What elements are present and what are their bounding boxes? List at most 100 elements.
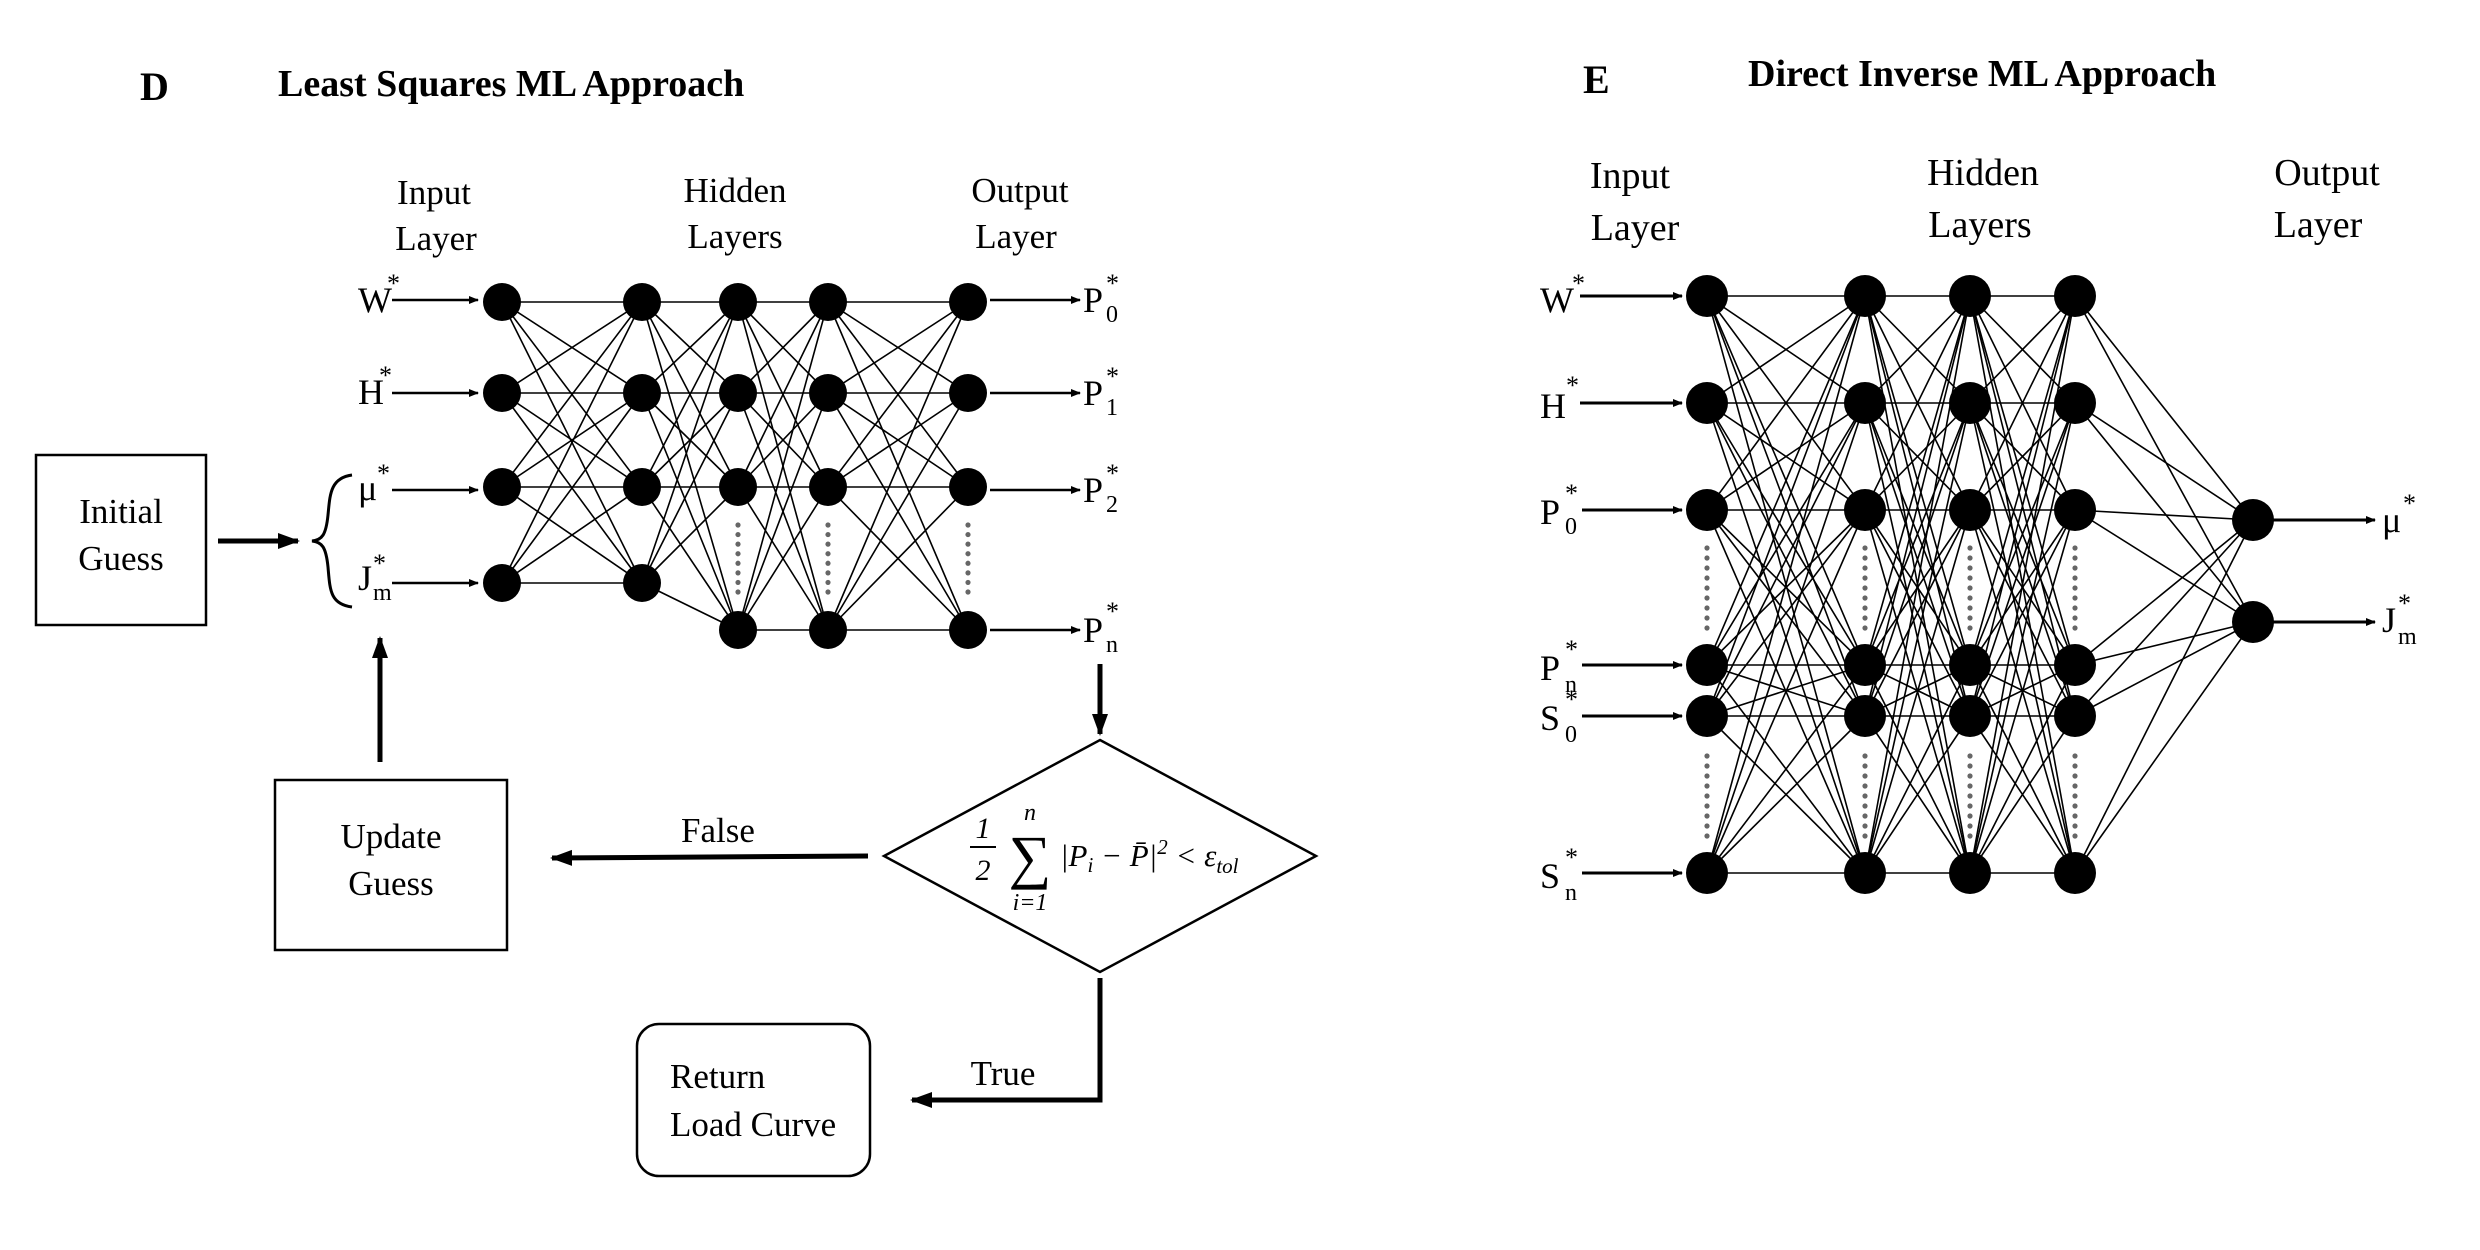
d-output-Pn: P n * bbox=[990, 597, 1119, 658]
d-connection bbox=[641, 301, 739, 488]
e-node-l2-n1 bbox=[1949, 382, 1991, 424]
e-ellipsis-dot bbox=[1862, 833, 1868, 839]
e-node-l0-n0 bbox=[1686, 275, 1728, 317]
d-ellipsis-dot bbox=[735, 531, 741, 538]
d-ellipsis-dot bbox=[735, 551, 741, 557]
d-connection bbox=[737, 301, 829, 394]
e-ellipsis-dot bbox=[1704, 585, 1710, 591]
e-connection bbox=[1706, 402, 1866, 874]
d-ellipsis-dot bbox=[825, 551, 831, 557]
d-connection bbox=[641, 301, 739, 394]
e-ellipsis-dot bbox=[2072, 575, 2078, 581]
d-connection bbox=[641, 392, 739, 584]
d-node-l0-n0 bbox=[483, 283, 521, 321]
e-output-Jm-sub: m bbox=[2398, 624, 2417, 650]
e-ellipsis-dot bbox=[1862, 565, 1868, 571]
d-ellipsis-dot bbox=[735, 579, 741, 586]
e-output-mu-sup: * bbox=[2403, 489, 2416, 518]
e-ellipsis-dot bbox=[1704, 615, 1710, 621]
e-hidden-layers-label-2: Layers bbox=[1928, 204, 2031, 246]
e-input-Sn-sub: n bbox=[1565, 880, 1577, 906]
d-ellipsis-dot bbox=[965, 541, 971, 547]
e-connection bbox=[2074, 402, 2254, 623]
d-output-layer-label-2: Layer bbox=[975, 217, 1057, 256]
e-input-Pn-sup: * bbox=[1565, 635, 1578, 664]
e-node-l1-n2 bbox=[1844, 489, 1886, 531]
false-label: False bbox=[681, 811, 755, 850]
d-output-P0: P 0 * bbox=[990, 269, 1119, 328]
e-ellipsis-dot bbox=[1967, 753, 1973, 759]
e-node-l3-n5 bbox=[2054, 852, 2096, 894]
e-ellipsis-dot bbox=[1862, 625, 1868, 631]
e-connection bbox=[1706, 664, 1866, 874]
d-node-l3-n0 bbox=[809, 283, 847, 321]
e-connection bbox=[1969, 509, 2076, 717]
convergence-formula: 1 2 n ∑ i=1 |Pi − P̄|2 < εtol bbox=[970, 800, 1239, 916]
e-ellipsis-dot bbox=[1704, 813, 1710, 819]
e-input-S0-sub: 0 bbox=[1565, 722, 1577, 748]
e-ellipsis-dot bbox=[1967, 625, 1973, 631]
e-connection bbox=[1706, 295, 1866, 717]
e-ellipsis-dot bbox=[1704, 783, 1710, 789]
e-node-l2-n4 bbox=[1949, 695, 1991, 737]
d-node-l4-n3 bbox=[949, 611, 987, 649]
formula-sigma-icon: ∑ bbox=[1009, 824, 1052, 890]
e-ellipsis-dot bbox=[1967, 833, 1973, 839]
d-input-layer-label-1: Input bbox=[397, 173, 471, 212]
e-ellipsis-dot bbox=[1967, 545, 1973, 551]
e-connection bbox=[1969, 715, 2076, 874]
e-input-layer-label-2: Layer bbox=[1591, 207, 1680, 249]
e-ellipsis-dot bbox=[1862, 773, 1868, 779]
d-input-H-sup: * bbox=[379, 361, 392, 390]
d-ellipsis-dot bbox=[965, 570, 971, 576]
e-connection bbox=[1969, 402, 2076, 666]
e-ellipsis-dot bbox=[1967, 575, 1973, 581]
e-ellipsis-dot bbox=[1862, 605, 1868, 611]
d-output-P1: P 1 * bbox=[990, 362, 1119, 421]
e-input-S0-base: S bbox=[1540, 698, 1560, 738]
e-ellipsis-dot bbox=[2072, 753, 2078, 759]
e-connection bbox=[2074, 295, 2254, 623]
e-ellipsis-dot bbox=[1967, 615, 1973, 621]
e-node-l0-n4 bbox=[1686, 695, 1728, 737]
e-node-l0-n5 bbox=[1686, 852, 1728, 894]
e-ellipsis-dot bbox=[2072, 545, 2078, 551]
e-node-l2-n2 bbox=[1949, 489, 1991, 531]
d-ellipsis-dot bbox=[735, 560, 741, 566]
e-input-Sn-sup: * bbox=[1565, 843, 1578, 872]
e-ellipsis-dot bbox=[2072, 783, 2078, 789]
e-ellipsis-dot bbox=[2072, 625, 2078, 631]
e-ellipsis-dot bbox=[1704, 773, 1710, 779]
panel-e-letter: E bbox=[1583, 57, 1610, 102]
e-connection bbox=[1864, 295, 1971, 511]
e-ellipsis-dot bbox=[2072, 773, 2078, 779]
d-connection bbox=[641, 392, 739, 488]
e-connection bbox=[1969, 295, 2076, 511]
d-connection bbox=[501, 486, 643, 584]
d-ellipsis-dot bbox=[965, 579, 971, 586]
formula-sum-lower: i=1 bbox=[1013, 890, 1048, 916]
d-output-P2-base: P bbox=[1083, 470, 1103, 510]
d-node-l2-n3 bbox=[719, 611, 757, 649]
d-node-l4-n0 bbox=[949, 283, 987, 321]
e-connection bbox=[1706, 295, 1866, 874]
e-input-W: W * bbox=[1540, 269, 1683, 320]
d-input-H: H * bbox=[358, 361, 479, 412]
input-brace bbox=[311, 473, 353, 609]
d-input-Jm-sub: m bbox=[373, 580, 392, 606]
e-node-l4-n0 bbox=[2232, 499, 2274, 541]
initial-guess-label-1: Initial bbox=[79, 492, 163, 531]
e-output-mu: μ * bbox=[2272, 489, 2416, 540]
d-input-Jm-base: J bbox=[358, 558, 372, 598]
initial-guess-label-2: Guess bbox=[78, 539, 164, 578]
e-ellipsis-dot bbox=[1967, 555, 1973, 561]
e-input-H-sup: * bbox=[1566, 371, 1579, 400]
e-connection bbox=[2074, 621, 2254, 717]
e-connection bbox=[1706, 295, 1866, 404]
e-ellipsis-dot bbox=[1704, 803, 1710, 809]
e-ellipsis-dot bbox=[1967, 793, 1973, 799]
e-node-l2-n5 bbox=[1949, 852, 1991, 894]
e-connection bbox=[2074, 509, 2254, 623]
convergence-check-diamond: 1 2 n ∑ i=1 |Pi − P̄|2 < εtol bbox=[881, 738, 1319, 974]
